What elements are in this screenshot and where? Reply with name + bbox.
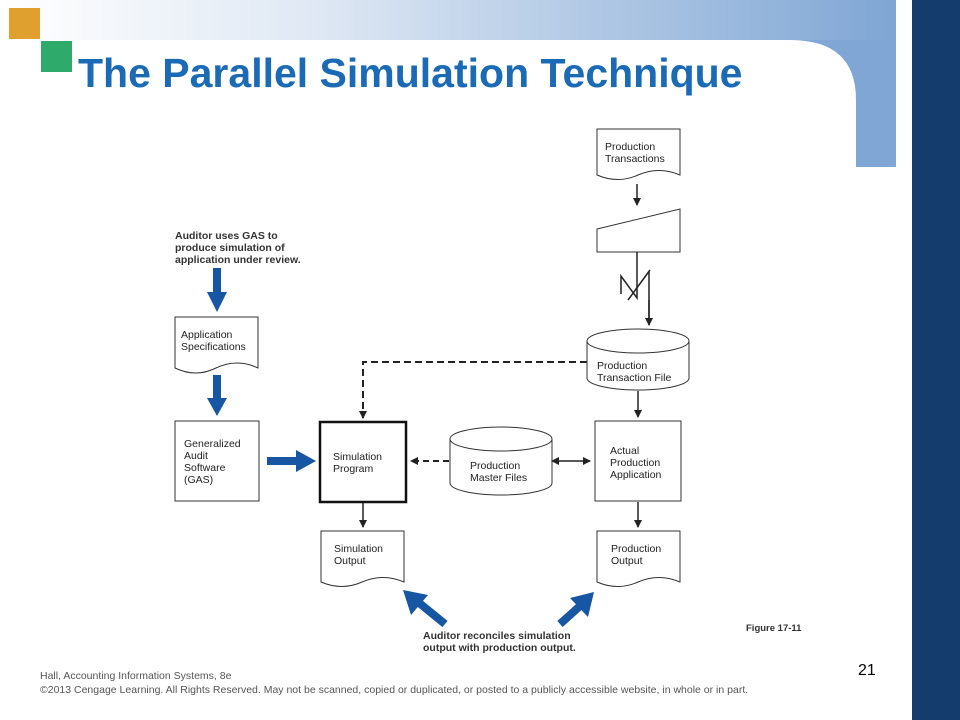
svg-text:Actual Production: Actual Production Application	[610, 445, 663, 481]
note-bottom: Auditor reconciles simulation output wit…	[423, 630, 576, 654]
top-gradient-band	[0, 0, 896, 40]
blue-arrow-to-specs	[207, 268, 227, 312]
figure-label: Figure 17-11	[746, 623, 802, 634]
footer-copyright: Hall, Accounting Information Systems, 8e…	[40, 669, 748, 697]
page-number: 21	[858, 662, 876, 679]
production-transaction-file-cylinder: Production Transaction File	[586, 328, 690, 391]
footer-line-book: Hall, Accounting Information Systems, 8e	[40, 670, 232, 682]
blue-arrow-gas-to-simulation	[267, 450, 316, 472]
blue-arrow-to-gas	[207, 375, 227, 416]
dashed-connector-transactions-to-simulation	[359, 361, 587, 419]
application-specifications-document: Application Specifications	[174, 316, 259, 374]
production-output-document: Production Output	[596, 530, 681, 587]
logo-square-green	[41, 41, 72, 72]
gas-box: Generalized Audit Software (GAS)	[174, 420, 260, 502]
svg-text:Production Transaction F: Production Transaction File	[597, 360, 671, 384]
note-top-left: Auditor uses GAS to produce simulation o…	[175, 230, 301, 266]
svg-text:Production Master Files: Production Master Files	[470, 460, 527, 484]
top-right-curve-panel	[790, 40, 896, 167]
svg-text:Simulation Program: Simulation Program	[333, 451, 385, 475]
simulation-output-document: Simulation Output	[320, 530, 405, 587]
svg-text:Simulation Output: Simulation Output	[334, 543, 386, 567]
svg-text:Application Specificatio: Application Specifications	[181, 329, 246, 353]
production-master-files-cylinder: Production Master Files	[449, 426, 553, 496]
svg-text:Generalized Audit: Generalized Audit Software (GAS)	[184, 438, 244, 486]
production-transactions-document: Production Transactions	[596, 128, 681, 180]
manual-input-shape	[596, 208, 681, 253]
blue-arrow-to-production-output	[557, 592, 594, 627]
actual-production-application-box: Actual Production Application	[594, 420, 682, 502]
logo-square-orange	[9, 8, 40, 39]
simulation-program-box: Simulation Program	[318, 420, 408, 504]
svg-text:Production Transactions: Production Transactions	[605, 141, 665, 165]
footer-line-copyright: ©2013 Cengage Learning. All Rights Reser…	[40, 684, 749, 696]
communication-link-zigzag	[620, 252, 650, 325]
right-vertical-bar	[912, 0, 960, 720]
blue-arrow-to-simulation-output	[403, 590, 448, 628]
svg-text:Production Output: Production Output	[611, 543, 664, 567]
slide-title: The Parallel Simulation Technique	[78, 50, 743, 96]
